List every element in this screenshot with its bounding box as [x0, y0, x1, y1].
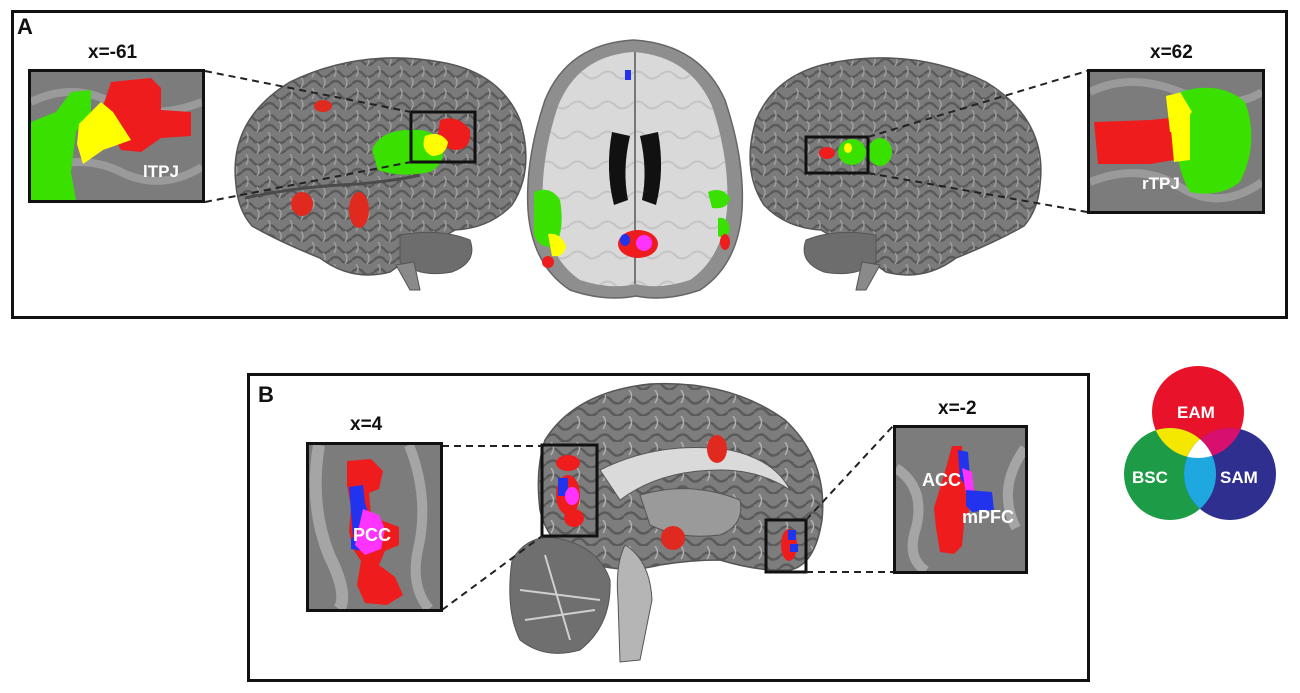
acc-label: ACC [922, 470, 961, 490]
axial-activations [534, 70, 730, 268]
left-inset-coordinate: x=-61 [88, 42, 138, 63]
panel-a-connector-lines [204, 70, 1088, 213]
venn-legend-shapes [1124, 366, 1276, 520]
pcc-label: PCC [353, 525, 391, 545]
legend-bsc-label: BSC [1132, 468, 1168, 487]
ltpj-label: lTPJ [143, 162, 179, 181]
sagittal-activations [556, 435, 798, 561]
panel-a-letter: A [17, 14, 33, 39]
right-inset-rtpj: rTPJ [1087, 69, 1265, 214]
mpfc-zoom-box [764, 518, 808, 574]
axial-brain-slice [526, 39, 744, 299]
left-inset-ltpj: lTPJ [28, 69, 205, 203]
panel-b-connector-lines [441, 425, 894, 611]
legend-eam-label: EAM [1177, 403, 1215, 422]
pcc-inset: PCC [306, 442, 443, 612]
pcc-zoom-box [540, 443, 599, 538]
sagittal-brain [509, 382, 824, 663]
pcc-inset-coordinate: x=4 [350, 414, 383, 435]
mpfc-inset-coordinate: x=-2 [938, 398, 977, 419]
right-lateral-activations [819, 138, 892, 166]
acc-mpfc-inset: ACC mPFC [893, 425, 1028, 574]
right-inset-coordinate: x=62 [1150, 42, 1193, 63]
right-lateral-brain [749, 57, 1042, 291]
panel-b-letter: B [258, 382, 274, 407]
legend-sam-label: SAM [1220, 468, 1258, 487]
mpfc-label: mPFC [962, 507, 1014, 527]
left-lateral-zoom-box [409, 110, 477, 164]
right-lateral-zoom-box [804, 135, 870, 175]
rtpj-label: rTPJ [1142, 174, 1180, 193]
